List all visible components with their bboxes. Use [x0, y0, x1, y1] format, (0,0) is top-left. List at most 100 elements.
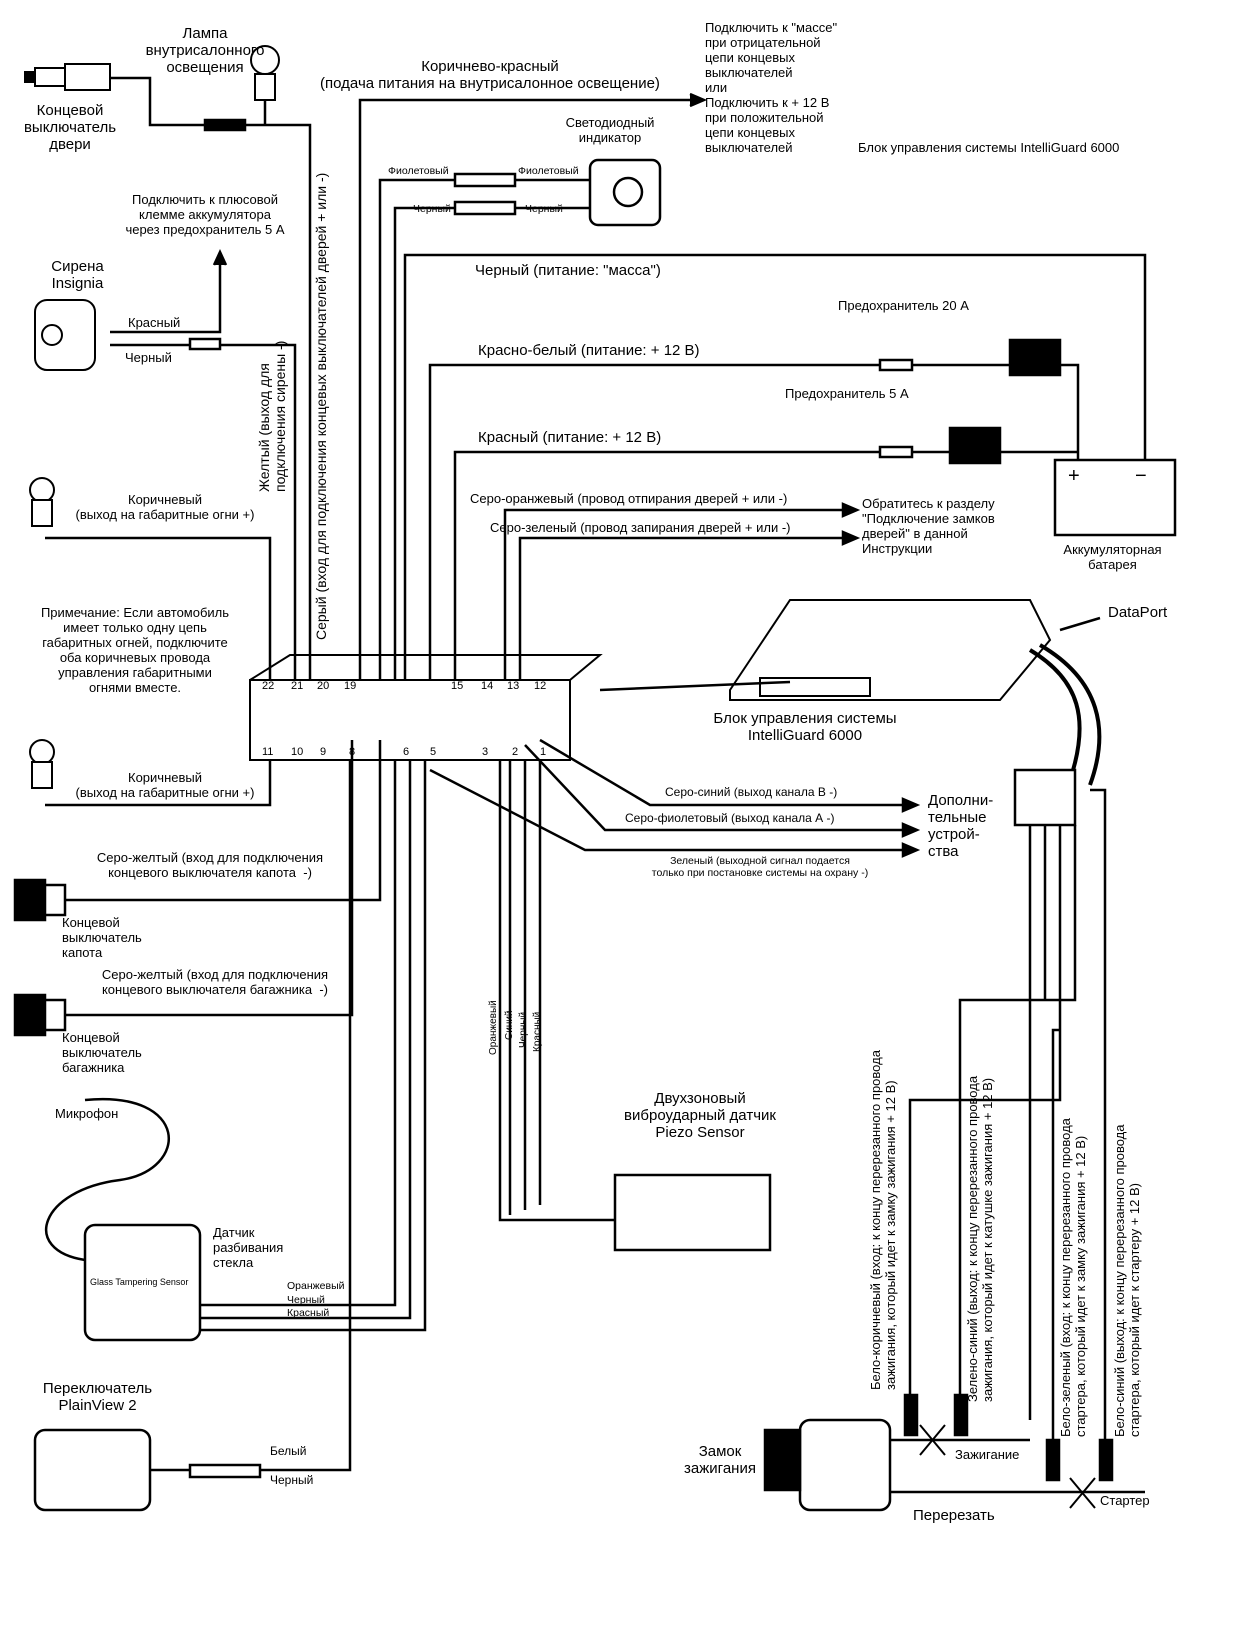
- wire-green: [429, 768, 915, 852]
- pin-number: 9: [320, 746, 327, 758]
- battery-plus-note: Подключить к плюсовой клемме аккумулятор…: [125, 192, 285, 237]
- fuse-20a-label: Предохранитель 20 А: [838, 298, 969, 313]
- hood-switch-icon: [13, 878, 67, 922]
- door-switch-label: Концевой выключатель двери: [23, 102, 117, 153]
- pin-number: 10: [291, 746, 304, 758]
- piezo-blue-label: Синий: [504, 1010, 515, 1040]
- pin-number: 19: [344, 680, 357, 692]
- pin-number: 22: [262, 680, 275, 692]
- wire-siren-red: [110, 255, 222, 334]
- dataport-cable: [1028, 648, 1082, 781]
- cut-label: Перерезать: [913, 1507, 995, 1524]
- battery-minus-sign: −: [1135, 465, 1147, 487]
- gs-black-label: Черный: [287, 1294, 325, 1306]
- pin-number: 15: [451, 680, 464, 692]
- pin-number: 21: [291, 680, 304, 692]
- lamp-icon: [250, 45, 280, 101]
- control-unit-icon: [729, 599, 1052, 701]
- wire-led-violet: [378, 178, 600, 690]
- red-label: Красный (питание: + 12 В): [478, 429, 662, 446]
- wire-siren-black: [110, 343, 297, 690]
- pin-number: 13: [507, 680, 520, 692]
- glass-sensor-label: Датчик разбивания стекла: [213, 1225, 284, 1270]
- hood-wire-label: Серо-желтый (вход для подключения концев…: [96, 850, 324, 880]
- fuse-20a-icon: [1008, 338, 1062, 377]
- door-switch-icon: [24, 63, 111, 91]
- battery-icon: [1053, 458, 1177, 537]
- dataport-label: DataPort: [1108, 604, 1168, 621]
- fuse-5a-icon: [948, 426, 1002, 465]
- yellow-wire-label: Желтый (выход для подключения сирены -): [256, 340, 288, 492]
- plainview-icon: [33, 1428, 152, 1512]
- brown-2-label: Коричневый (выход на габаритные огни +): [75, 770, 255, 800]
- grey-blue-label: Серо-синий (выход канала В -): [665, 785, 838, 799]
- siren-black-label: Черный: [125, 350, 172, 365]
- control-unit-mid-label: Блок управления системы IntelliGuard 600…: [713, 710, 897, 744]
- wire-brown-red: [358, 98, 700, 690]
- trunk-switch-icon: [13, 993, 67, 1037]
- pin-number: 8: [349, 746, 356, 758]
- pin-number: 11: [262, 746, 274, 758]
- grey-green-label: Серо-зеленый (провод запирания дверей + …: [490, 520, 791, 535]
- led-violet-right: Фиолетовый: [518, 165, 579, 177]
- siren-red-label: Красный: [128, 315, 181, 330]
- gs-orange-label: Оранжевый: [287, 1280, 345, 1292]
- wire-grey-violet: [524, 744, 915, 832]
- led-label: Светодиодный индикатор: [565, 115, 655, 145]
- parking-light-icon: [29, 477, 55, 789]
- grey-orange-label: Серо-оранжевый (провод отпирания дверей …: [470, 491, 788, 506]
- siren-icon: [34, 299, 96, 371]
- white-green-label: Бело-зеленый (вход: к концу перерезанног…: [1058, 1118, 1088, 1437]
- trunk-wire-label: Серо-желтый (вход для подключения концев…: [101, 967, 329, 997]
- wire-red-white: [428, 363, 1080, 690]
- wire-grey-orange: [503, 508, 855, 690]
- piezo-black-label: Черный: [518, 1011, 529, 1048]
- battery-label: Аккумуляторная батарея: [1063, 542, 1162, 572]
- note-text: Примечание: Если автомобиль имеет только…: [40, 605, 230, 695]
- led-black-left: Черный: [413, 203, 451, 215]
- ignition-lock-icon: [763, 1418, 892, 1512]
- ignition-label: Зажигание: [955, 1447, 1020, 1462]
- lamp-label: Лампа внутрисалонного освещения: [145, 25, 265, 76]
- grey-violet-label: Серо-фиолетовый (выход канала А -): [625, 811, 835, 825]
- plainview-label: Переключатель PlainView 2: [42, 1380, 153, 1414]
- wire-black-ground: [403, 253, 1147, 690]
- dataport-connector: [1013, 768, 1077, 827]
- extra-devices-label: Дополни- тельные устрой- ства: [928, 792, 994, 860]
- wire-grey-green: [518, 536, 855, 690]
- piezo-sensor-icon: [613, 1173, 772, 1252]
- wire-brown-1: [45, 536, 272, 690]
- black-ground-label: Черный (питание: "масса"): [475, 262, 661, 279]
- wire-grey-blue: [539, 738, 915, 807]
- siren-label: Сирена Insignia: [51, 258, 104, 292]
- led-black-right: Черный: [525, 203, 563, 215]
- pin-number: 14: [481, 680, 494, 692]
- piezo-orange-label: Оранжевый: [488, 1000, 499, 1055]
- main-connector-icon: [249, 654, 603, 761]
- starter-label: Стартер: [1100, 1493, 1150, 1508]
- pin-number: 1: [540, 746, 547, 758]
- wire-glass-sensor: [200, 760, 427, 1332]
- pin-number: 3: [482, 746, 489, 758]
- connector-door: [203, 118, 247, 132]
- battery-plus-sign: +: [1068, 465, 1080, 487]
- pin-number: 6: [403, 746, 410, 758]
- white-blue-label: Бело-синий (выход: к концу перерезанного…: [1112, 1124, 1142, 1437]
- gs-red-label: Красный: [287, 1307, 330, 1319]
- control-unit-top-label: Блок управления системы IntelliGuard 600…: [858, 140, 1120, 155]
- door-locks-note: Обратитесь к разделу "Подключение замков…: [862, 496, 995, 556]
- wire-trunk: [60, 740, 354, 1017]
- wire-piezo: [498, 760, 640, 1222]
- led-violet-left: Фиолетовый: [388, 165, 449, 177]
- microphone-cable: [44, 1097, 170, 1262]
- piezo-label: Двухзоновый виброударный датчик Piezo Se…: [624, 1090, 776, 1141]
- pv-white-label: Белый: [270, 1444, 307, 1458]
- fuse-5a-label: Предохранитель 5 А: [785, 386, 909, 401]
- microphone-label: Микрофон: [55, 1106, 119, 1121]
- red-white-label: Красно-белый (питание: + 12 В): [478, 342, 700, 359]
- trunk-switch-label: Концевой выключатель багажника: [62, 1030, 142, 1075]
- green-label: Зеленый (выходной сигнал подается только…: [651, 855, 869, 879]
- green-blue-label: Зелено-синий (выход: к концу перерезанно…: [965, 1075, 995, 1402]
